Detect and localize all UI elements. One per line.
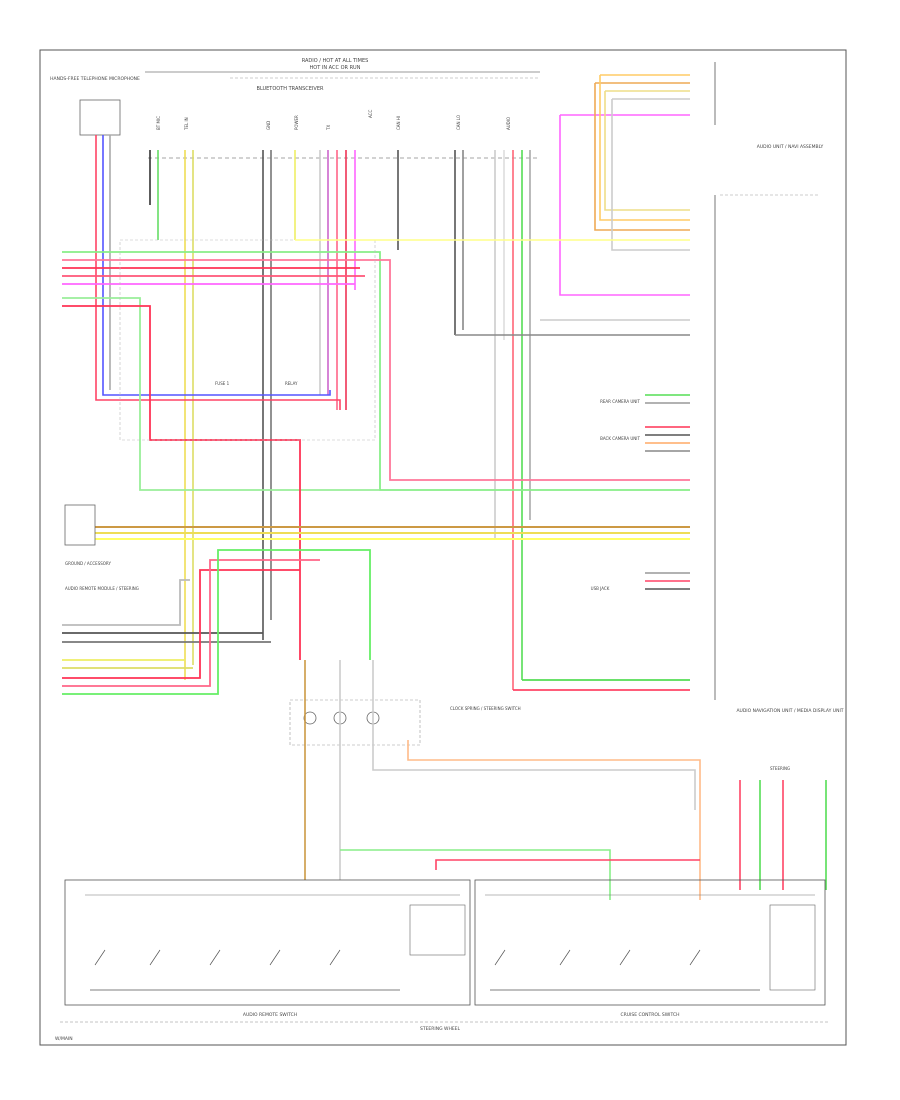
svg-text:CAN LO: CAN LO: [456, 115, 461, 130]
svg-text:TEL IN: TEL IN: [184, 117, 189, 131]
microphone-box: [79, 99, 121, 136]
diagram-frame: [39, 49, 847, 1046]
relay-label: RELAY: [285, 381, 298, 386]
long-horizontal-wires: [95, 526, 690, 540]
clock-spring-box: [289, 699, 421, 746]
bt-vertical-wires: [149, 150, 531, 690]
svg-text:BT MIC: BT MIC: [156, 116, 161, 130]
svg-text:POWER: POWER: [294, 115, 299, 130]
svg-text:CAN HI: CAN HI: [396, 116, 401, 130]
usb-jack-label: USB JACK: [591, 586, 610, 591]
left-module-label: AUDIO REMOTE MODULE / STEERING: [65, 586, 139, 591]
left-bottom-bus: [62, 549, 371, 695]
bottom-switch-contacts: [90, 949, 760, 991]
fuse-label: FUSE 1: [215, 381, 230, 386]
banner-hot-in-acc: HOT IN ACC OR RUN: [310, 65, 361, 71]
banner-hot-at-all-times: RADIO / HOT AT ALL TIMES: [302, 58, 369, 64]
svg-text:ACC: ACC: [368, 110, 373, 118]
right-small-wires: [645, 394, 690, 590]
aux-ground-label: GROUND / ACCESSORY: [65, 561, 111, 566]
svg-text:AUDIO: AUDIO: [506, 117, 511, 130]
mic-label: HANDS-FREE TELEPHONE MICROPHONE: [50, 76, 140, 82]
audio-remote-switch-label: AUDIO REMOTE SWITCH: [243, 1012, 297, 1018]
cruise-switch-label: CRUISE CONTROL SWITCH: [620, 1012, 679, 1018]
left-bus-wires: [62, 251, 690, 660]
clock-spring-label: CLOCK SPRING / STEERING SWITCH: [450, 706, 521, 711]
upper-right-wires: [295, 74, 690, 336]
page-number: W/MAIN: [55, 1036, 73, 1042]
audio-remote-switch-box: [64, 879, 471, 1006]
rear-camera-label: REAR CAMERA UNIT: [600, 399, 640, 404]
upper-right-label: AUDIO UNIT / NAVI ASSEMBLY: [757, 144, 824, 150]
back-camera-label: BACK CAMERA UNIT: [600, 436, 640, 441]
mic-wires: [95, 135, 341, 410]
steering-wheel-label: STEERING WHEEL: [420, 1026, 461, 1032]
svg-text:GND: GND: [266, 121, 271, 130]
steering-wires: [739, 780, 827, 890]
steering-connector-label: STEERING: [770, 766, 790, 771]
audio-unit-label: AUDIO NAVIGATION UNIT / MEDIA DISPLAY UN…: [736, 708, 843, 714]
clock-spring-wires: [304, 660, 701, 900]
svg-text:TX: TX: [326, 125, 331, 131]
top-pin-labels: BT MIC TEL IN GND POWER TX ACC CAN HI CA…: [156, 110, 511, 131]
bt-module-label: BLUETOOTH TRANSCEIVER: [257, 86, 324, 92]
cruise-switch-box: [474, 879, 826, 1006]
